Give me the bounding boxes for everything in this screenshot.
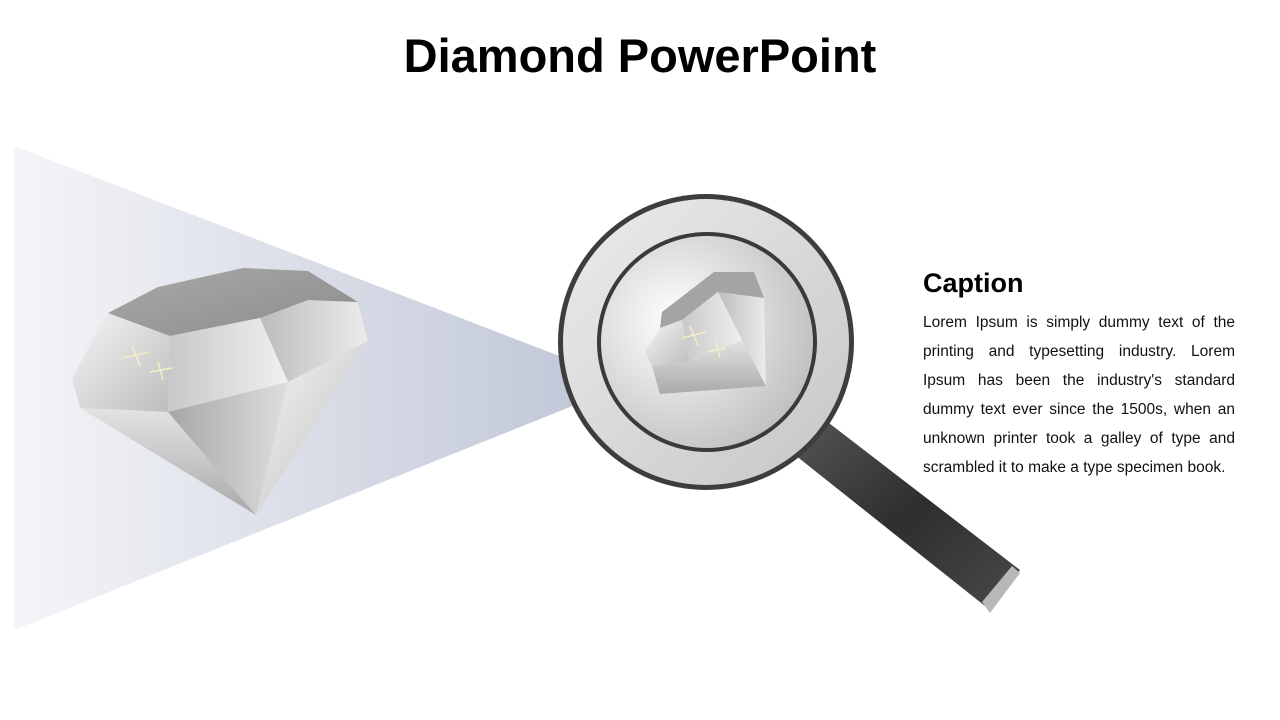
caption-block: Caption Lorem Ipsum is simply dummy text… <box>923 266 1243 482</box>
magnifying-glass-icon <box>558 194 854 490</box>
diamond-icon <box>72 268 368 515</box>
caption-heading: Caption <box>923 268 1024 298</box>
lens-diamond-icon <box>645 272 766 394</box>
magnifier-handle <box>795 420 1020 613</box>
caption-body-text: Lorem Ipsum is simply dummy text of the … <box>923 314 1235 476</box>
slide-title: Diamond PowerPoint <box>403 29 877 82</box>
sparkle-icon <box>121 345 173 381</box>
